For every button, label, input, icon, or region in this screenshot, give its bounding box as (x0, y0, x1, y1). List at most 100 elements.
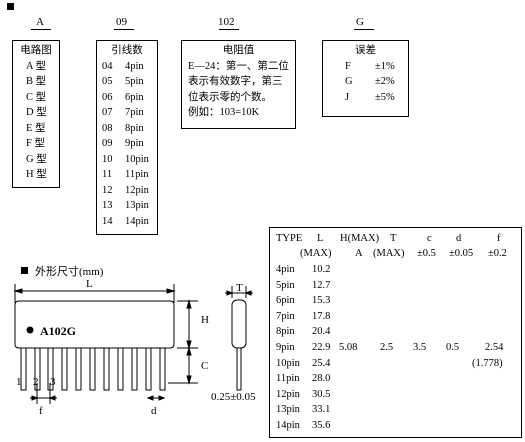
circuit-type-item: B 型 (26, 76, 47, 87)
table-subheader-c: ±0.5 (417, 248, 436, 259)
pin-count-row: 09 9pin (97, 136, 157, 152)
pin-count-row: 10 10pin (97, 152, 157, 168)
pin-count-code: 10 (102, 153, 113, 165)
pin-1 (20, 347, 27, 391)
table-row-length: 12.7 (312, 279, 331, 291)
resistance-line-4: 例如：103=10K (188, 107, 260, 118)
l-arrow-left (13, 288, 23, 294)
pin-count-label: 4pin (125, 60, 144, 72)
tolerance-row: F±1% (323, 59, 408, 75)
resistance-line-1: E—24：第一、第二位 (188, 60, 289, 72)
d-arrow-left (146, 395, 154, 401)
pin-count-row: 11 11pin (97, 167, 157, 183)
table-f-alternate: (1.778) (472, 358, 503, 369)
table-header-L: L (317, 233, 324, 244)
tolerance-row: G ±2% (323, 74, 408, 90)
code-tolerance-underline (354, 29, 374, 30)
dim-label-T: T (236, 282, 243, 294)
pin-count-code: 13 (102, 200, 113, 211)
f-arrow-right (48, 395, 56, 401)
tolerance-code: F (345, 60, 351, 72)
tolerance-value: ±5% (375, 91, 395, 103)
table-subheader-d: ±0.05 (449, 248, 474, 259)
pin-count-label: 10pin (125, 153, 149, 165)
resistance-box: 电阻值 E—24：第一、第二位 表示有效数字，第三 位表示零的个数。 例如：10… (181, 40, 296, 129)
tolerance-value: ±2% (375, 76, 395, 87)
code-pins-underline (114, 29, 134, 30)
section-bullet (7, 3, 14, 10)
table-row-type: 11pin (276, 373, 300, 385)
circuit-type-item: C 型 (26, 91, 47, 103)
table-row-type: 8pin (276, 326, 295, 338)
pin-4 (61, 347, 68, 391)
code-pins: 09 (116, 16, 127, 28)
table-row-length: 10.2 (312, 264, 331, 275)
table-row-length: 30.5 (312, 388, 331, 400)
table-row-type: 13pin (276, 404, 300, 416)
table-subheader-H: A (355, 248, 363, 259)
table-common-H: 5.08 (339, 342, 358, 353)
table-row-type: 12pin (276, 388, 300, 400)
table-subheader-T: (MAX) (373, 248, 405, 259)
pin-count-label: 11pin (125, 169, 149, 180)
circuit-type-title: 电路图 (20, 45, 52, 56)
outline-bullet (21, 267, 28, 274)
pin-count-code: 14 (102, 215, 113, 227)
table-header-type: TYPE (276, 233, 303, 244)
tolerance-list: F±1%G±2%J±5% (323, 59, 408, 106)
pin-count-code: 05 (102, 76, 113, 87)
t-arrow-right (244, 290, 252, 296)
table-header-T: T (390, 233, 397, 244)
h-arrow-bottom (186, 340, 192, 350)
table-row-length: 22.9 (312, 342, 331, 353)
pin-5 (75, 347, 82, 391)
table-subheader-L: (MAX) (300, 248, 332, 259)
thickness-label: 0.25±0.05 (211, 391, 256, 403)
table-row-length: 33.1 (312, 404, 331, 416)
pin-count-row: 04 4pin (97, 59, 157, 75)
pin-count-label: 14pin (125, 215, 149, 227)
dim-label-f: f (39, 405, 43, 417)
table-subheader-f: ±0.2 (488, 248, 507, 259)
pin-count-label: 13pin (125, 200, 149, 211)
pin-10 (145, 347, 152, 391)
l-arrow-right (166, 288, 176, 294)
pin-8 (117, 347, 124, 391)
pin-count-label: 8pin (125, 122, 144, 134)
pin-count-row: 05 5pin (97, 74, 157, 90)
pin-count-code: 09 (102, 138, 113, 149)
resistance-title: 电阻值 (222, 45, 255, 56)
table-row-length: 17.8 (312, 310, 331, 322)
pin-count-label: 9pin (125, 138, 144, 149)
pin-count-row: 06 6pin (97, 90, 157, 106)
pin-count-label: 6pin (125, 91, 144, 103)
pin-count-code: 04 (102, 60, 113, 72)
pin-count-row: 14 14pin (97, 214, 157, 230)
circuit-type-item: H 型 (26, 169, 47, 180)
dim-label-C: C (201, 360, 209, 372)
component-marking: A102G (40, 324, 76, 338)
code-tolerance: G (356, 16, 364, 28)
pin-count-label: 5pin (125, 76, 144, 87)
dim-label-d: d (151, 405, 157, 417)
table-common-c: 3.5 (413, 342, 427, 353)
dim-label-H: H (201, 314, 209, 326)
table-common-T: 2.5 (380, 342, 394, 353)
pin1-marker-dot (26, 326, 34, 334)
pin-number-2: 2 (33, 376, 39, 388)
pin-number-1: 1 (16, 376, 22, 388)
pin-count-code: 12 (102, 184, 113, 196)
pin-number-3: 3 (50, 376, 56, 388)
side-view-body (231, 299, 247, 349)
pin-count-code: 11 (102, 169, 113, 180)
code-circuit-underline (31, 29, 51, 30)
pin-9 (131, 347, 138, 391)
pin-7 (103, 347, 110, 391)
pin-count-code: 06 (102, 91, 113, 103)
tolerance-code: G (345, 76, 353, 87)
